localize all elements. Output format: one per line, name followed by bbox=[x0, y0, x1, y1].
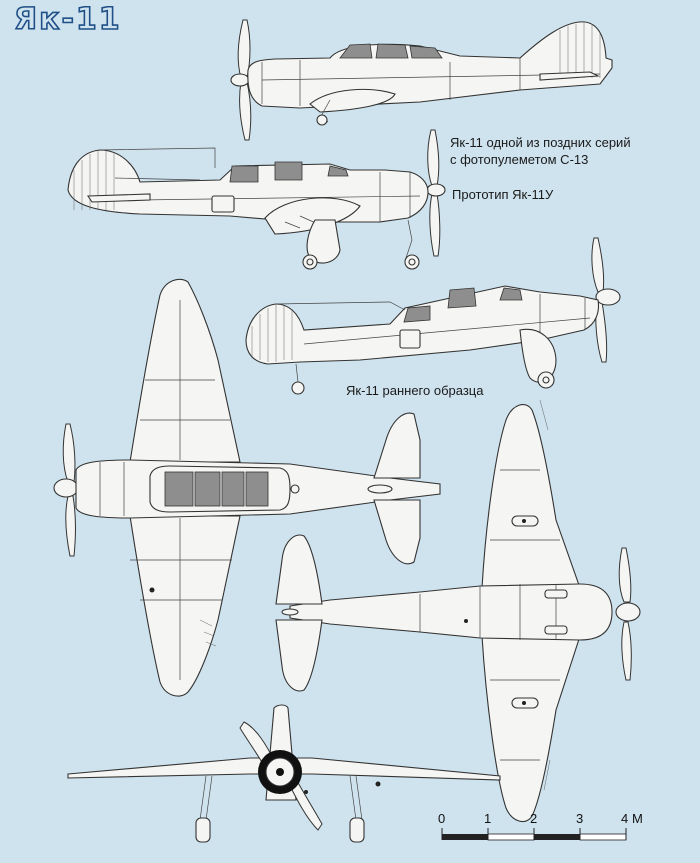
scale-label-3: 3 bbox=[576, 811, 584, 826]
scale-label-2: 2 bbox=[530, 811, 538, 826]
scale-label-1: 1 bbox=[484, 811, 492, 826]
sheet-title: Як-11 bbox=[13, 1, 122, 38]
scale-label-0: 0 bbox=[438, 811, 446, 826]
top-view bbox=[53, 278, 441, 697]
side-view-early bbox=[245, 237, 621, 395]
caption-late-series: Як-11 одной из поздних серий с фотопулем… bbox=[450, 134, 631, 168]
caption-prototype: Прототип Як-11У bbox=[452, 187, 554, 202]
caption-late-series-line1: Як-11 одной из поздних серий bbox=[450, 135, 631, 150]
caption-early: Як-11 раннего образца bbox=[346, 383, 484, 398]
front-view bbox=[67, 704, 501, 843]
side-view-prototype bbox=[67, 129, 446, 270]
scale-bar bbox=[441, 828, 627, 841]
bottom-view bbox=[275, 399, 641, 823]
scale-label-4: 4 bbox=[621, 811, 629, 826]
scale-unit: М bbox=[632, 811, 643, 826]
caption-late-series-line2: с фотопулеметом С-13 bbox=[450, 152, 589, 167]
side-view-late-series bbox=[230, 19, 613, 141]
